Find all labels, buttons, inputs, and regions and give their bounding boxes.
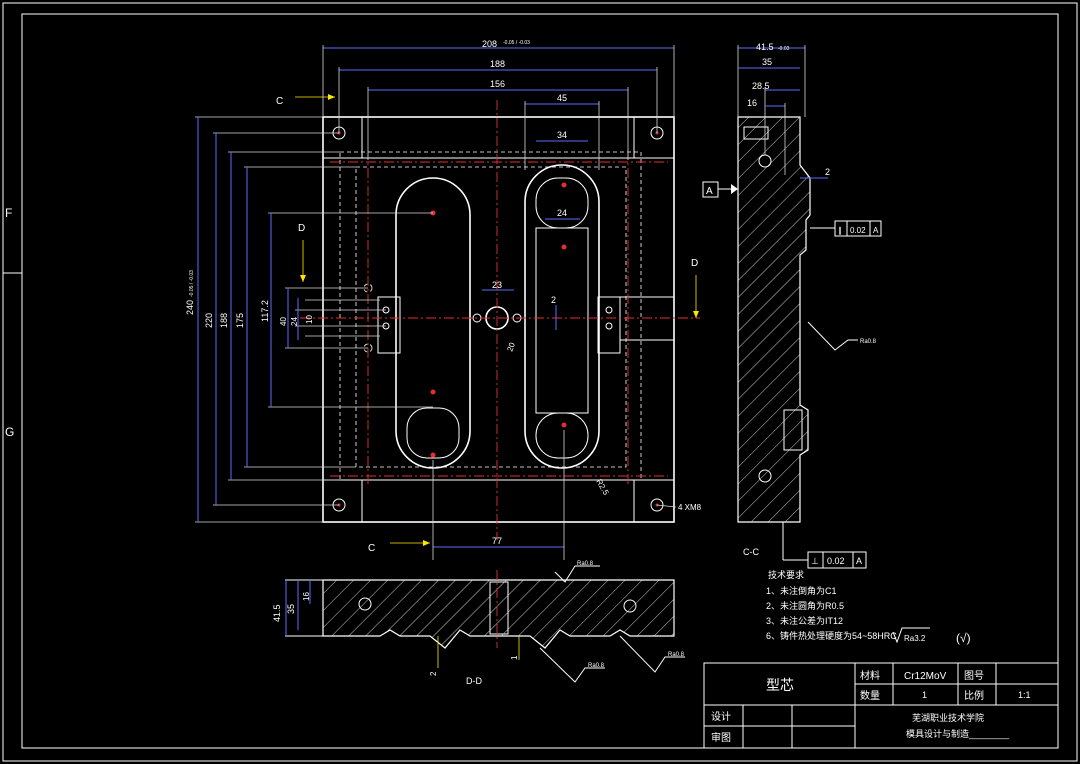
- dim-45: 45: [557, 93, 567, 103]
- bottom-dim-2: 2: [429, 671, 438, 676]
- major-name: 模具设计与制造________: [906, 728, 1010, 739]
- side-section: [737, 116, 811, 523]
- tol1-sym: ∥: [838, 226, 842, 235]
- tol1-val: 0.02: [850, 226, 866, 235]
- dim-117: 117.2: [260, 300, 270, 322]
- dim-24-slot: 24: [557, 208, 567, 218]
- section-cc-label: C-C: [743, 547, 759, 557]
- tol2-sym: ⊥: [811, 556, 819, 566]
- side-dim-415: 41.5: [756, 42, 774, 52]
- material-value: Cr12MoV: [904, 671, 947, 682]
- side-dim-16: 16: [747, 98, 757, 108]
- drawing-no-label: 图号: [964, 670, 984, 682]
- review-label: 审图: [711, 731, 731, 744]
- design-label: 设计: [711, 710, 731, 723]
- side-dim-35: 35: [762, 57, 772, 67]
- bottom-ra-a: Ra0.8: [577, 561, 594, 567]
- dim-23: 23: [492, 280, 502, 290]
- part-name: 型芯: [766, 677, 794, 693]
- dim-20: 20: [505, 341, 517, 353]
- dim-10: 10: [305, 315, 314, 324]
- note-item: 3、未注公差为IT12: [766, 615, 843, 626]
- note-item: 6、铸件热处理硬度为54~58HRC: [766, 630, 897, 641]
- side-dim-2: 2: [825, 167, 830, 177]
- side-dim-415-tol: -0.03: [778, 46, 790, 52]
- dim-77: 77: [492, 536, 502, 546]
- border-zone-f: F: [5, 206, 12, 220]
- scale-label: 比例: [964, 689, 984, 702]
- notes-title: 技术要求: [768, 569, 804, 580]
- datum-a: A: [706, 186, 713, 197]
- dim-208-tol: -0.05 / -0.03: [503, 40, 530, 46]
- tol2-ref: A: [856, 556, 862, 566]
- cut-d-right: D: [691, 258, 698, 269]
- corner-hole: [650, 498, 664, 512]
- scale-value: 1:1: [1018, 690, 1031, 700]
- bottom-ra-b: Ra0.8: [588, 663, 605, 669]
- dim-240-tol: -0.05 / -0.03: [189, 270, 195, 297]
- dim-175: 175: [235, 313, 245, 328]
- dim-188-left: 188: [219, 313, 229, 328]
- side-ra: Ra0.8: [860, 339, 877, 345]
- side-dim-285: 28.5: [752, 81, 770, 91]
- note-item: 2、未注圆角为R0.5: [766, 600, 844, 611]
- bottom-ra-c: Ra0.8: [668, 652, 685, 658]
- cut-c-top: C: [276, 96, 283, 107]
- dim-24-left: 24: [290, 317, 299, 326]
- notes-check: (√): [956, 631, 971, 645]
- qty-label: 数量: [860, 689, 880, 702]
- dim-holes: 4 XM8: [678, 503, 702, 512]
- technical-notes: 技术要求 1、未注倒角为C1 2、未注圆角为R0.5 3、未注公差为IT12 6…: [766, 569, 971, 645]
- dim-220: 220: [204, 313, 214, 328]
- slot-right: [524, 164, 600, 469]
- border-zone-g: G: [5, 425, 14, 439]
- dim-240: 240: [185, 300, 195, 315]
- school-name: 芜湖职业技术学院: [912, 712, 984, 723]
- dim-156: 156: [490, 79, 505, 89]
- notes-ra: Ra3.2: [904, 634, 926, 643]
- main-view: 208 -0.05 / -0.03 188 156 45 34 24 23 2 …: [185, 39, 702, 560]
- note-item: 1、未注倒角为C1: [766, 585, 837, 596]
- bottom-dim-1: 1: [510, 655, 519, 660]
- cut-d-left: D: [298, 223, 305, 234]
- tol1-ref: A: [873, 226, 879, 235]
- dim-188-top: 188: [490, 59, 505, 69]
- material-label: 材料: [860, 669, 880, 682]
- pocket-outline: [339, 151, 642, 481]
- bottom-dim-415: 41.5: [272, 604, 282, 622]
- plate-outline: [322, 116, 675, 523]
- bottom-section: [322, 579, 675, 649]
- bottom-view: 41.5 35 16 2 1 Ra0.8 Ra0.8 Ra0.8 D-D: [272, 561, 685, 686]
- dim-2-gate: 2: [551, 295, 556, 305]
- cut-c-bottom: C: [368, 543, 375, 554]
- qty-value: 1: [922, 690, 927, 700]
- bottom-dim-35: 35: [286, 604, 296, 614]
- section-dd-label: D-D: [466, 676, 482, 686]
- title-block: 型芯 材料 Cr12MoV 图号 数量 1 比例 1:1 设计 审图 芜湖职业技…: [703, 662, 1059, 749]
- inner-border: [21, 13, 1059, 749]
- dim-40: 40: [279, 317, 288, 326]
- dim-34: 34: [557, 130, 567, 140]
- side-view: 41.5 -0.03 35 28.5 16 2 A ∥ 0.02 A Ra0.8: [702, 42, 882, 569]
- bottom-dim-16: 16: [302, 592, 311, 601]
- tol2-val: 0.02: [827, 556, 845, 566]
- dim-208: 208: [482, 39, 497, 49]
